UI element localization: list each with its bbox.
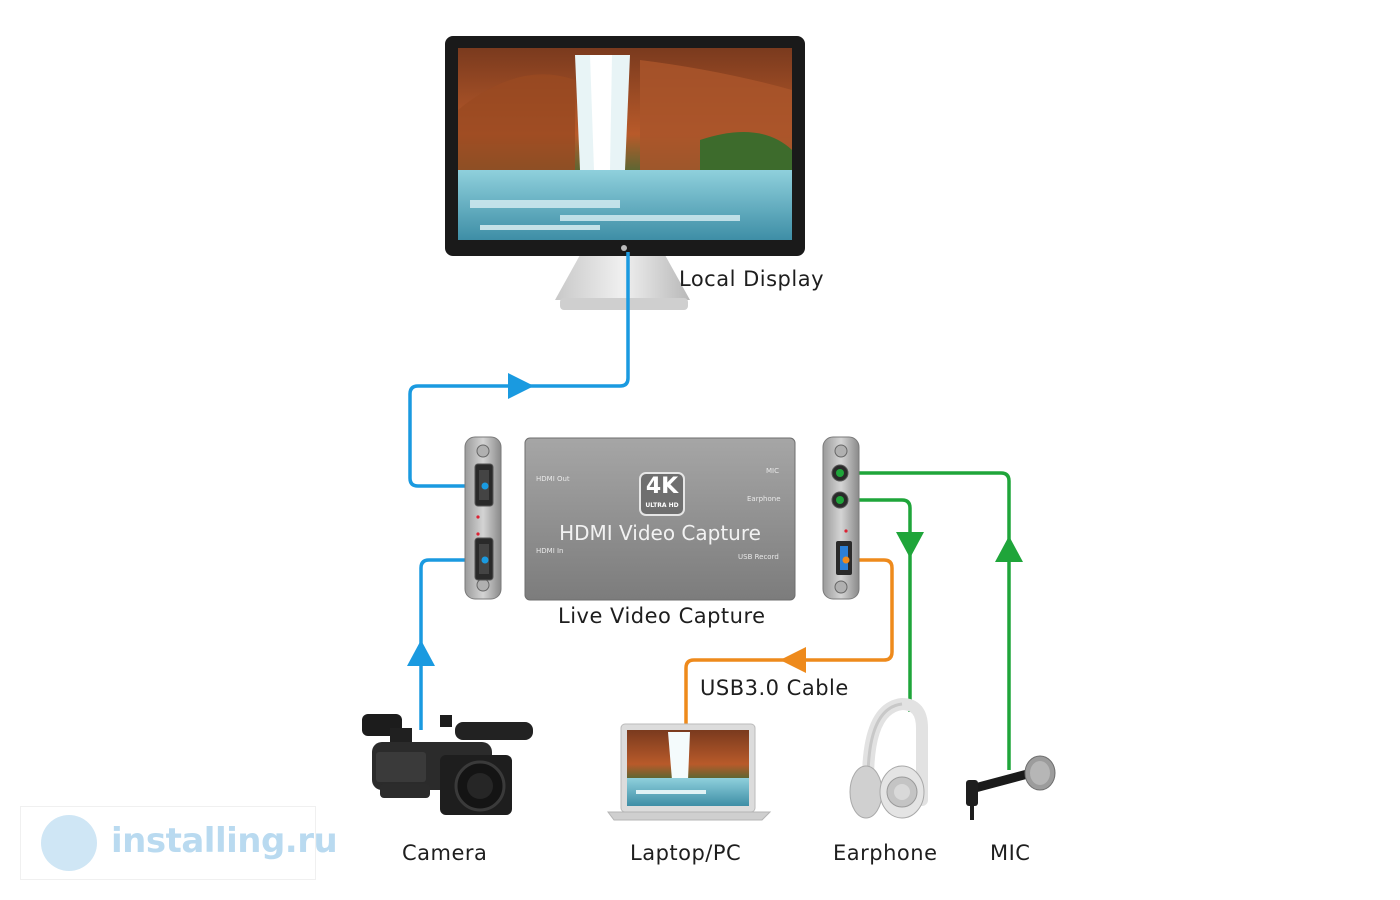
mic-label: MIC [990,841,1031,865]
live-video-capture-label: Live Video Capture [558,604,766,628]
mic-line [838,471,1011,770]
right-port-panel [822,436,860,600]
microphone-icon [966,755,1056,820]
hdmi-out-label: HDMI Out [536,475,570,483]
earphone-port [836,496,844,504]
usb-record-label: USB Record [738,553,779,561]
earphone-port-label: Earphone [747,495,781,503]
hdmi-in-line [419,558,485,730]
laptop-icon [607,723,772,821]
device-name: HDMI Video Capture [559,521,761,545]
usb-line [684,558,894,730]
badge-4k: 4K [645,474,679,499]
mic-port-label: MIC [766,467,779,475]
headphones-icon [849,697,928,819]
hdmi-out-line [408,252,630,488]
hdmi-in-port [481,556,489,564]
usb-arrow [780,647,806,673]
monitor-icon [445,36,805,310]
camera-label: Camera [402,841,488,865]
earphone-line [838,498,912,712]
badge-ultra-hd: ULTRA HD [645,502,679,509]
usb-port [842,556,850,564]
capture-device-icon [524,437,796,601]
left-port-panel [464,436,502,600]
camera-icon [362,714,533,815]
hdmi-in-label: HDMI In [536,547,564,555]
earphone-arrow [896,532,924,558]
hdmi-out-arrow [508,373,534,399]
mic-arrow [995,536,1023,562]
local-display-label: Local Display [679,267,825,291]
hdmi-in-arrow [407,640,435,666]
watermark: installing.ru [20,806,338,880]
watermark-text: installing.ru [111,821,338,861]
earphone-label: Earphone [833,841,938,865]
usb-cable-label: USB3.0 Cable [700,676,849,700]
hdmi-out-port [481,482,489,490]
laptop-label: Laptop/PC [630,841,742,865]
mic-port [836,469,844,477]
watermark-logo-icon [41,815,97,871]
